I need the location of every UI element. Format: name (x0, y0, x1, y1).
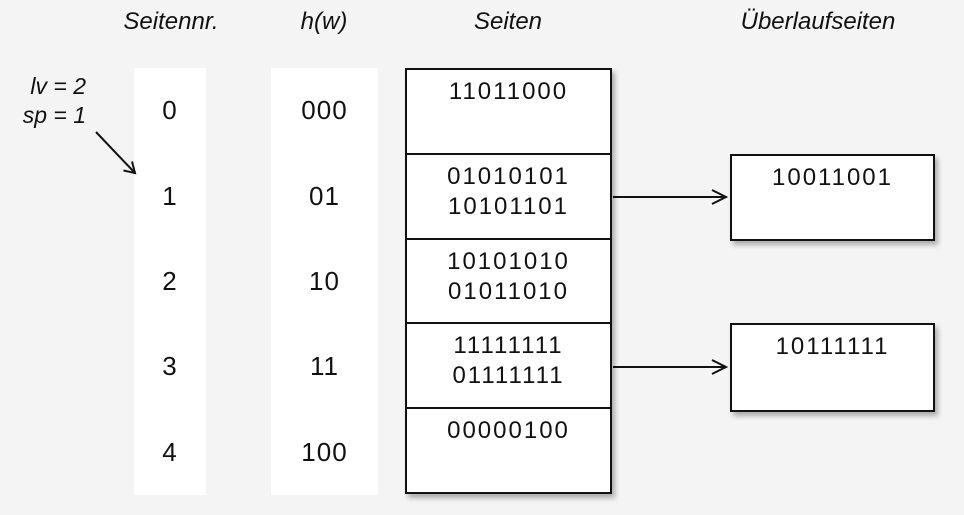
page-cell-3: 11111111 01111111 (407, 322, 610, 407)
overflow-entry: 10111111 (775, 333, 890, 360)
page-entry: 00000100 (447, 417, 570, 445)
hash-value: 000 (301, 95, 348, 126)
hash-value: 100 (301, 436, 348, 467)
page-entry: 11011000 (448, 78, 569, 105)
page-cell-4: 00000100 (407, 407, 610, 492)
page-entry: 10101101 (448, 192, 569, 220)
page-entry: 01010101 (447, 162, 570, 190)
split-pointer-arrow (95, 131, 137, 175)
header-ueberlaufseiten: Überlaufseiten (740, 8, 896, 35)
overflow-page-3: 10111111 (730, 323, 935, 412)
overflow-entry: 10011001 (772, 164, 893, 191)
page-number-column: 0 1 2 3 4 (134, 68, 206, 495)
hash-value: 11 (310, 351, 339, 382)
page-entry: 10101010 (447, 247, 570, 275)
page-number: 1 (162, 180, 178, 211)
page-number: 0 (162, 95, 178, 126)
hash-value: 10 (309, 266, 340, 297)
header-seitennr: Seitennr. (123, 8, 219, 35)
header-seiten: Seiten (473, 8, 543, 35)
page-entry: 01111111 (452, 362, 565, 390)
page-cell-1: 01010101 10101101 (407, 152, 610, 238)
overflow-arrow-1 (613, 189, 729, 205)
hash-value: 01 (309, 180, 340, 211)
annotation-lv: lv = 2 (30, 73, 86, 99)
page-number: 4 (162, 436, 178, 467)
page-number: 2 (162, 266, 178, 297)
state-annotation: lv = 2 sp = 1 (0, 72, 86, 130)
pages-box: 11011000 01010101 10101101 10101010 0101… (405, 68, 612, 494)
page-cell-2: 10101010 01011010 (407, 237, 610, 323)
overflow-page-1: 10011001 (730, 154, 935, 241)
overflow-arrow-2 (613, 359, 729, 375)
annotation-sp: sp = 1 (22, 102, 86, 128)
page-entry: 11111111 (453, 332, 564, 360)
page-cell-0: 11011000 (407, 70, 610, 153)
page-entry: 01011010 (448, 277, 569, 305)
header-hash-function: h(w) (300, 8, 348, 35)
hash-value-column: 000 01 10 11 100 (271, 68, 378, 495)
page-number: 3 (162, 351, 178, 382)
